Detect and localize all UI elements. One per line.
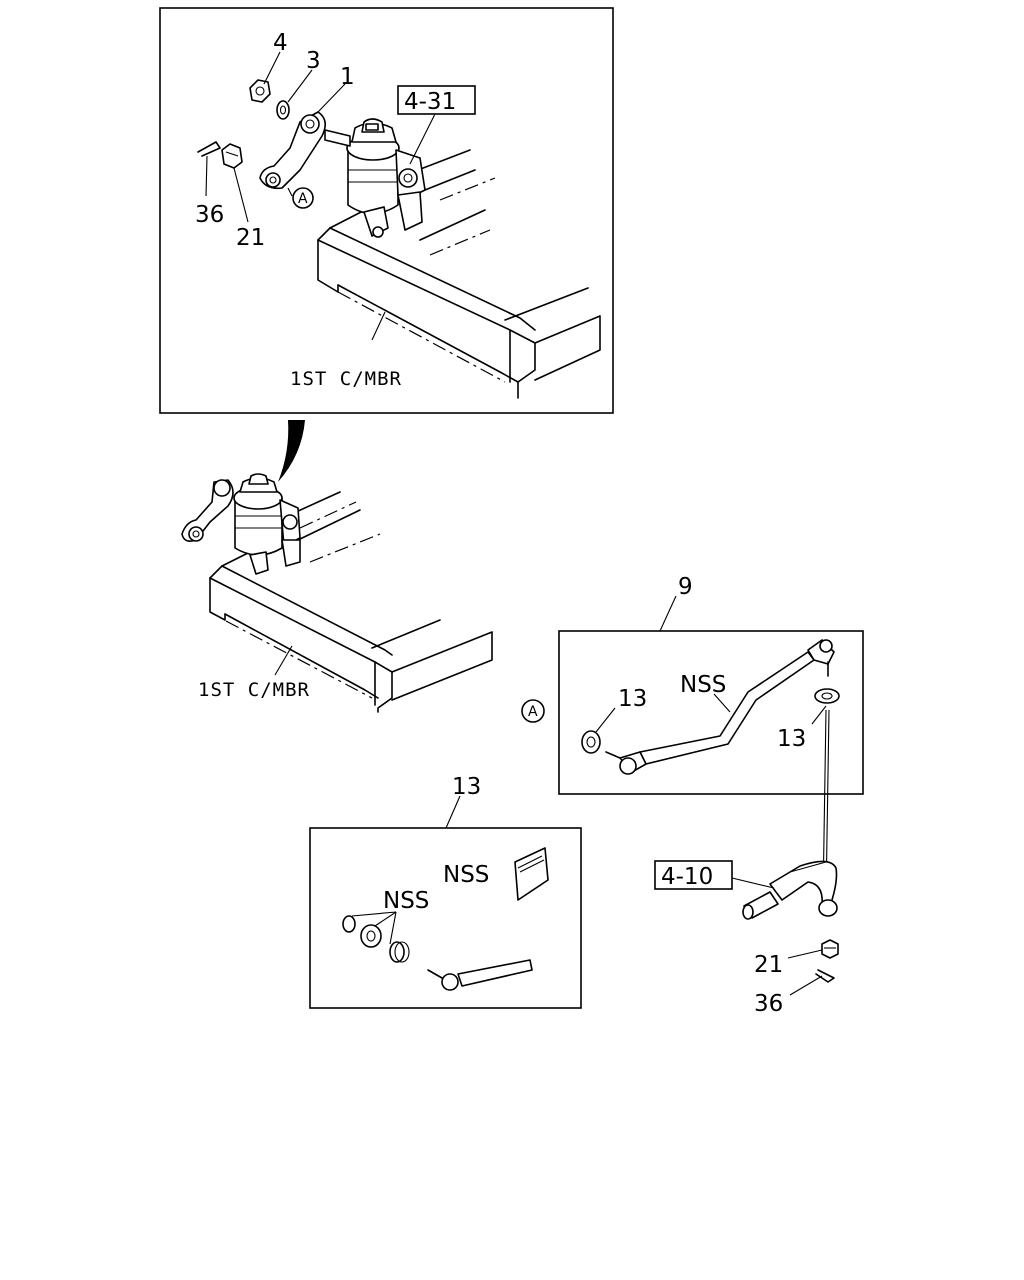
nss-label-tag <box>514 847 549 901</box>
circle-marker-a-lower-label: A <box>528 704 538 720</box>
drag-link-group: 9 13 NSS 13 A <box>521 574 864 795</box>
callout-3: 3 <box>306 48 321 74</box>
cotter-pin-36-detail <box>197 141 221 157</box>
callout-1: 1 <box>340 64 355 90</box>
detail-box-top: 4 3 1 36 21 4-31 A 1ST C/MBR <box>159 7 614 414</box>
nss-label-drag-link: NSS <box>680 672 726 698</box>
detail-connector-arrow <box>278 420 305 482</box>
cotter-pin-36-lower <box>815 969 835 983</box>
ref-box-4-31 <box>397 85 476 115</box>
clip-ring <box>389 941 410 963</box>
cross-member-detail <box>317 149 601 399</box>
callout-13-left: 13 <box>618 686 647 712</box>
ref-label-4-31: 4-31 <box>404 89 456 115</box>
ref-label-4-10: 4-10 <box>661 864 713 890</box>
main-view-gear-frame: 1ST C/MBR <box>181 473 493 713</box>
tie-rod-end <box>427 959 533 991</box>
drag-link-rod <box>605 639 835 775</box>
callout-9: 9 <box>678 574 693 600</box>
nss-label-2: NSS <box>383 888 429 914</box>
washer-3-detail <box>276 100 290 120</box>
callout-13-right: 13 <box>777 726 806 752</box>
nut-4-detail <box>249 79 271 103</box>
nss-label-1: NSS <box>443 862 489 888</box>
member-label-main: 1ST C/MBR <box>198 679 310 701</box>
dust-seal-13-right <box>814 688 840 704</box>
callout-21-lower: 21 <box>754 952 783 978</box>
ball-joint-group: 13 NSS NSS <box>309 774 582 1009</box>
castle-nut-21-detail <box>221 143 243 169</box>
callout-36: 36 <box>195 202 224 228</box>
pitman-arm-detail <box>259 111 326 190</box>
o-ring <box>342 915 356 933</box>
dust-seal-13-left <box>581 730 601 754</box>
circle-marker-a-lower <box>521 699 545 723</box>
callout-13-box: 13 <box>452 774 481 800</box>
member-label-detail: 1ST C/MBR <box>290 368 402 390</box>
knuckle-arm-group: 4-10 21 36 <box>654 860 839 1017</box>
callout-4: 4 <box>273 30 288 56</box>
circle-marker-a-top <box>292 187 314 209</box>
boot-seal <box>360 924 382 948</box>
ref-box-4-10 <box>654 860 733 890</box>
circle-marker-a-top-label: A <box>298 191 308 207</box>
callout-21: 21 <box>236 225 265 251</box>
callout-36-lower: 36 <box>754 991 783 1017</box>
steering-gear-detail <box>324 118 426 238</box>
knuckle-arm <box>742 860 838 920</box>
castle-nut-21-lower <box>821 939 839 959</box>
